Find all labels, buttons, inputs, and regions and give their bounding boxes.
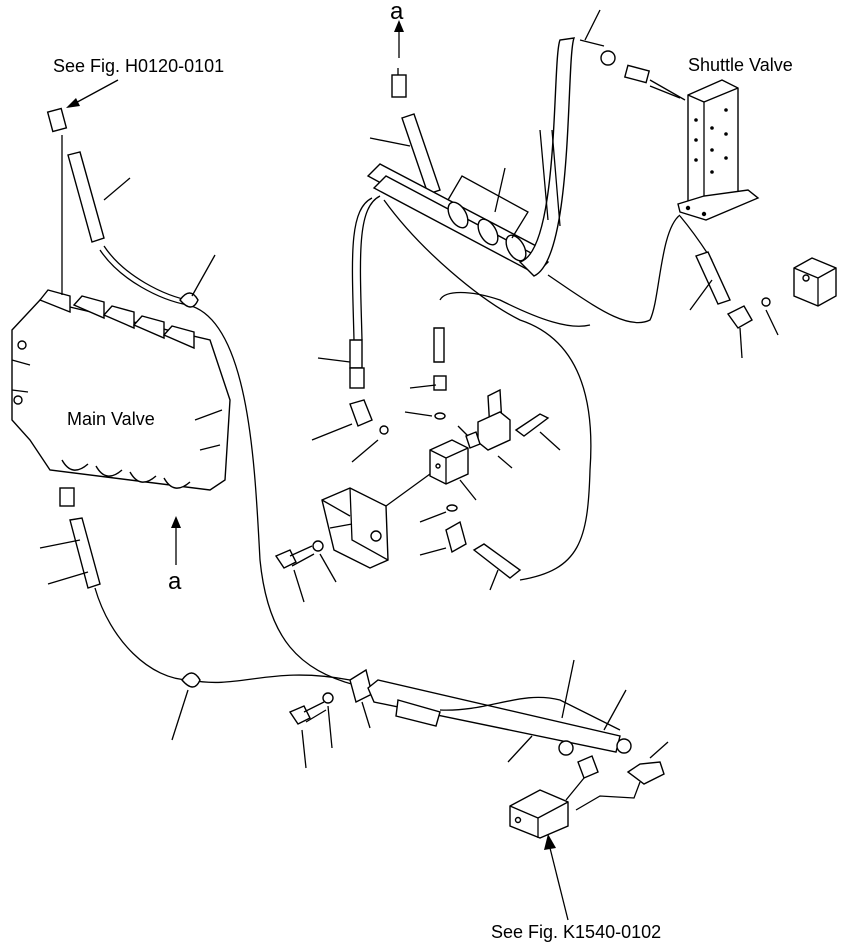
- shuttle-valve-body: [677, 79, 760, 221]
- main-valve-body: [11, 289, 231, 491]
- connection-label-a-bottom: a: [168, 568, 182, 595]
- connection-label-a-top: a: [390, 0, 404, 25]
- ref-label-bottom: See Fig. K1540-0102: [491, 922, 662, 942]
- left-lower-fitting: [39, 487, 351, 741]
- ref-arrow-top: [66, 79, 119, 108]
- top-left-fitting: [46, 107, 131, 295]
- ref-label-top: See Fig. H0120-0101: [53, 56, 225, 76]
- center-block: [311, 327, 561, 591]
- mounting-bracket: [274, 473, 431, 603]
- bottom-block: [509, 789, 569, 839]
- bottom-hose-assembly: [288, 659, 669, 811]
- main-valve-label: Main Valve: [67, 409, 155, 429]
- hose-bundle: [366, 9, 686, 277]
- shuttle-valve-label: Shuttle Valve: [688, 55, 793, 75]
